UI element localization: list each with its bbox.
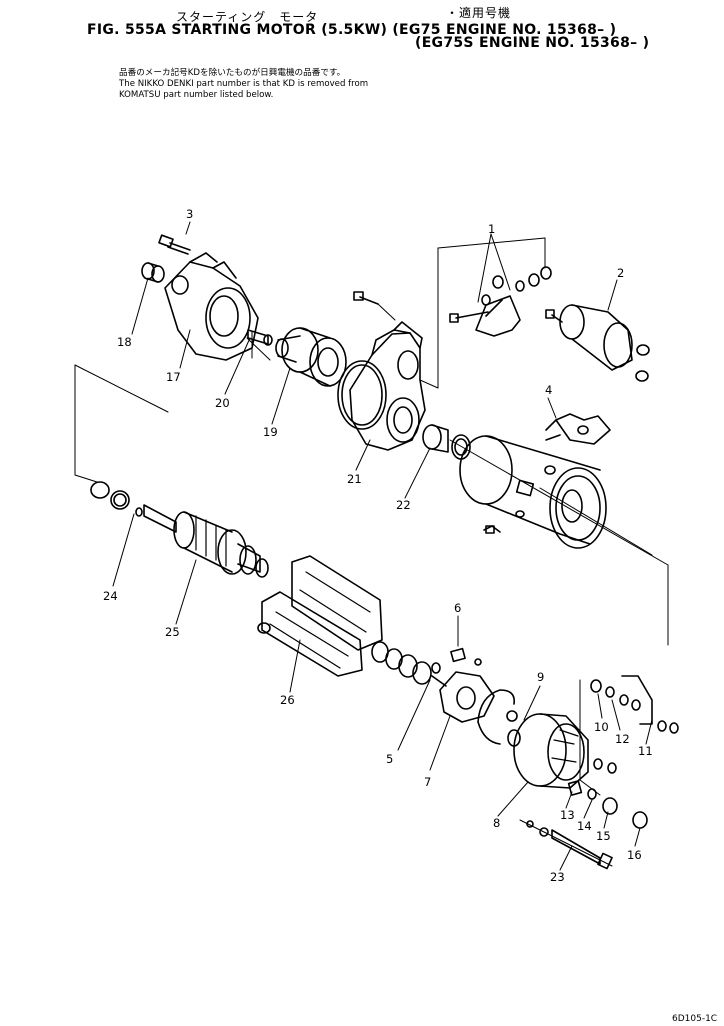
callout-6: 6 — [454, 601, 462, 615]
callout-10: 10 — [594, 720, 609, 734]
callout-18: 18 — [117, 335, 132, 349]
part-2-solenoid — [545, 304, 650, 382]
callout-19: 19 — [263, 425, 278, 439]
callout-24: 24 — [103, 589, 118, 603]
leader-lines — [112, 221, 653, 871]
part-6-brush — [450, 621, 482, 666]
callout-9: 9 — [537, 670, 545, 684]
callout-11: 11 — [638, 744, 653, 758]
callout-3: 3 — [186, 207, 194, 221]
callout-16: 16 — [627, 848, 642, 862]
callout-4: 4 — [545, 383, 553, 397]
callout-14: 14 — [577, 819, 592, 833]
note-line2: KOMATSU part number listed below. — [119, 90, 274, 100]
part-20-pin — [246, 329, 273, 361]
figure-title-line2: (EG75S ENGINE NO. 15368– ) — [415, 35, 650, 51]
part-3-bolt — [158, 234, 191, 255]
yoke-frame — [459, 435, 607, 549]
part-4-terminal-lead — [545, 413, 611, 445]
callout-26: 26 — [280, 693, 295, 707]
callout-8: 8 — [493, 816, 501, 830]
callout-17: 17 — [166, 370, 181, 384]
part-21-drive-housing — [337, 291, 426, 451]
shaft-rings-left — [90, 481, 143, 517]
part-11-bracket — [590, 675, 679, 734]
figure-title: FIG. 555A STARTING MOTOR (5.5KW) (EG75 E… — [87, 22, 617, 38]
callout-13: 13 — [560, 808, 575, 822]
callout-2: 2 — [617, 266, 625, 280]
callout-15: 15 — [596, 829, 611, 843]
part-1-bracket-kit — [449, 266, 552, 337]
callout-20: 20 — [215, 396, 230, 410]
part-8-rear-cover — [513, 713, 617, 789]
part-18-bushing — [141, 262, 165, 283]
callout-23: 23 — [550, 870, 565, 884]
callout-12: 12 — [615, 732, 630, 746]
part-25-armature — [143, 504, 269, 578]
part-19-clutch — [275, 327, 347, 387]
part-23-through-bolt — [526, 820, 613, 870]
note-jp: 品番のメーカ記号KDを除いたものが日興電機の品番です。 — [119, 68, 346, 78]
callout-7: 7 — [424, 775, 432, 789]
part-17-front-housing — [164, 252, 259, 361]
callout-5: 5 — [386, 752, 394, 766]
callout-25: 25 — [165, 625, 180, 639]
callout-21: 21 — [347, 472, 362, 486]
callout-22: 22 — [396, 498, 411, 512]
part-7-brush-holder — [431, 671, 495, 723]
jp-applicable-label: ・適用号機 — [446, 6, 512, 20]
part-26-pole-assembly — [257, 555, 383, 677]
part-9-ring — [477, 689, 521, 747]
shaft-rings-mid — [371, 641, 441, 685]
note-line1: The NIKKO DENKI part number is that KD i… — [119, 79, 369, 89]
callout-1: 1 — [488, 222, 496, 236]
drawing-code: 6D105-1C — [672, 1014, 718, 1024]
jp-title: スターティング モータ — [176, 10, 319, 24]
